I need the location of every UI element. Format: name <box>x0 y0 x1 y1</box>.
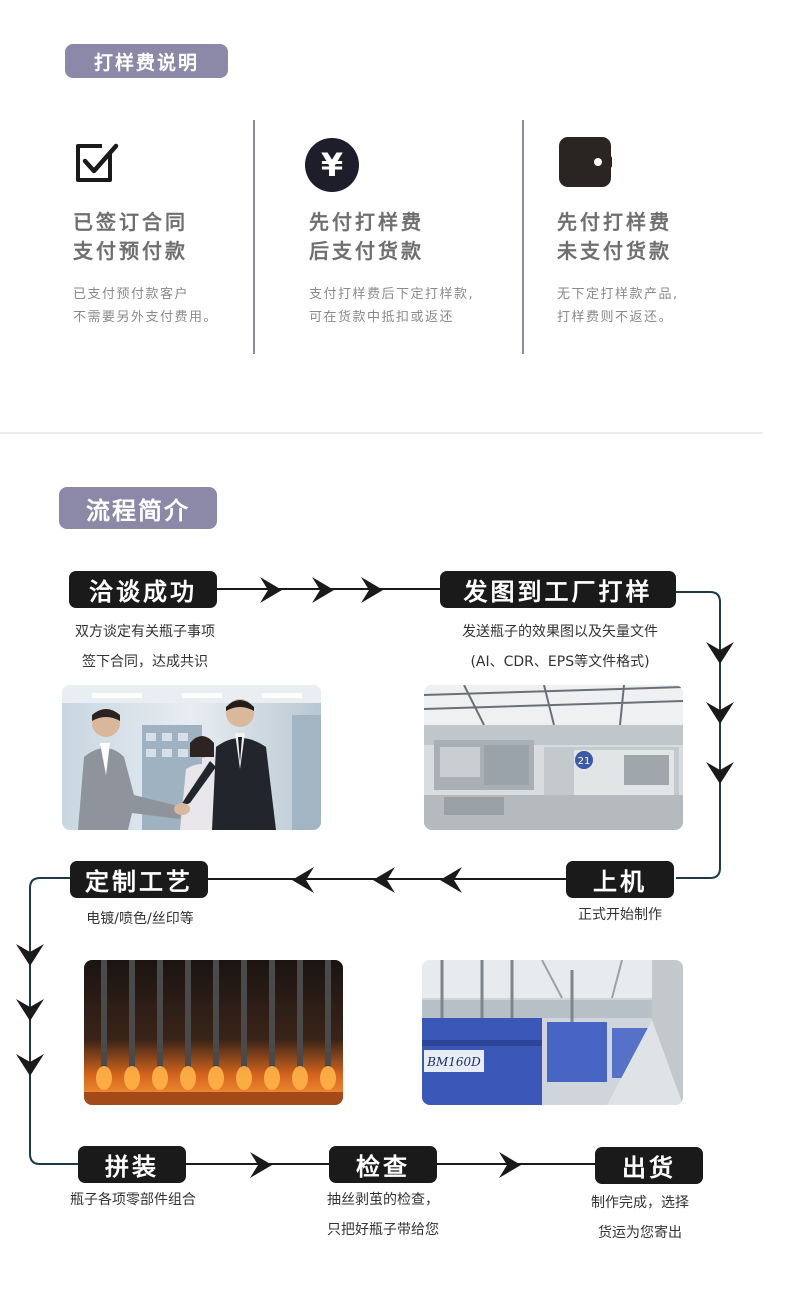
desc-line: 瓶子各项零部件组合 <box>70 1192 196 1208</box>
section-title-text: 打样费说明 <box>93 51 199 74</box>
desc-line: 无下定打样款产品, <box>557 287 679 302</box>
chevron-right-icon <box>499 1152 521 1178</box>
desc-line: 已支付预付款客户 <box>73 287 190 302</box>
step-inspect: 检查 <box>329 1146 437 1183</box>
step-label: 上机 <box>593 868 647 896</box>
step-send-drawing: 发图到工厂打样 <box>440 571 676 608</box>
step-send-drawing-desc: 发送瓶子的效果图以及矢量文件 (AI、CDR、EPS等文件格式) <box>430 617 690 677</box>
chevron-right-icon <box>361 577 383 603</box>
desc-line: 制作完成，选择 <box>591 1195 689 1211</box>
title-line: 未支付货款 <box>557 239 672 263</box>
chevron-left-icon <box>440 867 462 893</box>
desc-line: 货运为您寄出 <box>598 1225 682 1241</box>
fee-column-unpaid-desc: 无下定打样款产品, 打样费则不返还。 <box>557 283 679 329</box>
title-line: 先付打样费 <box>309 210 424 234</box>
step-label: 发图到工厂打样 <box>463 578 653 606</box>
step-inspect-desc: 抽丝剥茧的检查， 只把好瓶子带给您 <box>300 1185 466 1245</box>
step-label: 检查 <box>356 1153 410 1181</box>
yen-icon: ¥ <box>305 138 359 192</box>
section-title-process: 流程简介 <box>59 487 217 529</box>
section-separator <box>0 432 763 434</box>
title-line: 已签订合同 <box>73 210 188 234</box>
desc-line: 可在货款中抵扣或返还 <box>309 310 455 325</box>
step-negotiate-desc: 双方谈定有关瓶子事项 签下合同，达成共识 <box>40 617 250 677</box>
photo-injection-machines: BM160D <box>422 960 683 1105</box>
step-machine: 上机 <box>566 861 674 898</box>
chevron-right-icon <box>260 577 282 603</box>
fee-column-contract-desc: 已支付预付款客户 不需要另外支付费用。 <box>73 283 218 329</box>
fee-column-prepay-desc: 支付打样费后下定打样款, 可在货款中抵扣或返还 <box>309 283 474 329</box>
machine-number: 21 <box>578 756 591 767</box>
step-assemble: 拼装 <box>78 1146 186 1183</box>
title-line: 先付打样费 <box>557 210 672 234</box>
section-title-text: 流程简介 <box>86 496 190 525</box>
chevron-down-icon <box>16 999 44 1021</box>
chevron-down-icon <box>706 762 734 784</box>
step-label: 洽谈成功 <box>89 578 197 606</box>
step-label: 定制工艺 <box>85 868 193 896</box>
title-line: 后支付货款 <box>309 239 424 263</box>
chevron-right-icon <box>312 577 334 603</box>
chevron-left-icon <box>292 867 314 893</box>
step-craft-desc: 电镀/喷色/丝印等 <box>60 904 220 934</box>
desc-line: 发送瓶子的效果图以及矢量文件 <box>462 624 658 640</box>
wallet-icon <box>558 136 613 188</box>
desc-line: 双方谈定有关瓶子事项 <box>75 624 215 640</box>
fee-column-contract-title: 已签订合同 支付预付款 <box>73 208 188 266</box>
column-divider <box>253 120 255 354</box>
desc-line: 电镀/喷色/丝印等 <box>86 911 194 927</box>
step-ship-desc: 制作完成，选择 货运为您寄出 <box>570 1188 710 1248</box>
step-machine-desc: 正式开始制作 <box>545 900 695 930</box>
fee-column-prepay-title: 先付打样费 后支付货款 <box>309 208 424 266</box>
step-label: 出货 <box>622 1154 676 1182</box>
photo-handshake <box>62 685 321 830</box>
column-divider <box>522 120 524 354</box>
chevron-left-icon <box>373 867 395 893</box>
desc-line: 抽丝剥茧的检查， <box>327 1192 439 1208</box>
desc-line: 不需要另外支付费用。 <box>73 310 219 325</box>
step-negotiate: 洽谈成功 <box>69 571 217 608</box>
machine-model: BM160D <box>426 1055 481 1069</box>
chevron-down-icon <box>16 944 44 966</box>
section-title-sample-fee: 打样费说明 <box>65 44 228 78</box>
step-ship: 出货 <box>595 1147 703 1184</box>
desc-line: 只把好瓶子带给您 <box>327 1222 439 1238</box>
chevron-down-icon <box>16 1054 44 1076</box>
fee-column-unpaid-title: 先付打样费 未支付货款 <box>557 208 672 266</box>
step-label: 拼装 <box>105 1153 159 1181</box>
desc-line: 正式开始制作 <box>578 907 662 923</box>
step-assemble-desc: 瓶子各项零部件组合 <box>48 1185 218 1215</box>
desc-line: (AI、CDR、EPS等文件格式) <box>470 654 650 670</box>
chevron-right-icon <box>250 1152 272 1178</box>
chevron-down-icon <box>706 642 734 664</box>
yen-symbol: ¥ <box>320 146 344 184</box>
photo-factory: 21 <box>424 685 683 830</box>
desc-line: 打样费则不返还。 <box>557 310 674 325</box>
fee-column-contract <box>72 140 252 190</box>
step-craft: 定制工艺 <box>70 861 208 898</box>
desc-line: 签下合同，达成共识 <box>82 654 208 670</box>
chevron-down-icon <box>706 702 734 724</box>
title-line: 支付预付款 <box>73 239 188 263</box>
checkbox-icon <box>72 140 122 190</box>
photo-glass-production <box>84 960 343 1105</box>
desc-line: 支付打样费后下定打样款, <box>309 287 475 302</box>
